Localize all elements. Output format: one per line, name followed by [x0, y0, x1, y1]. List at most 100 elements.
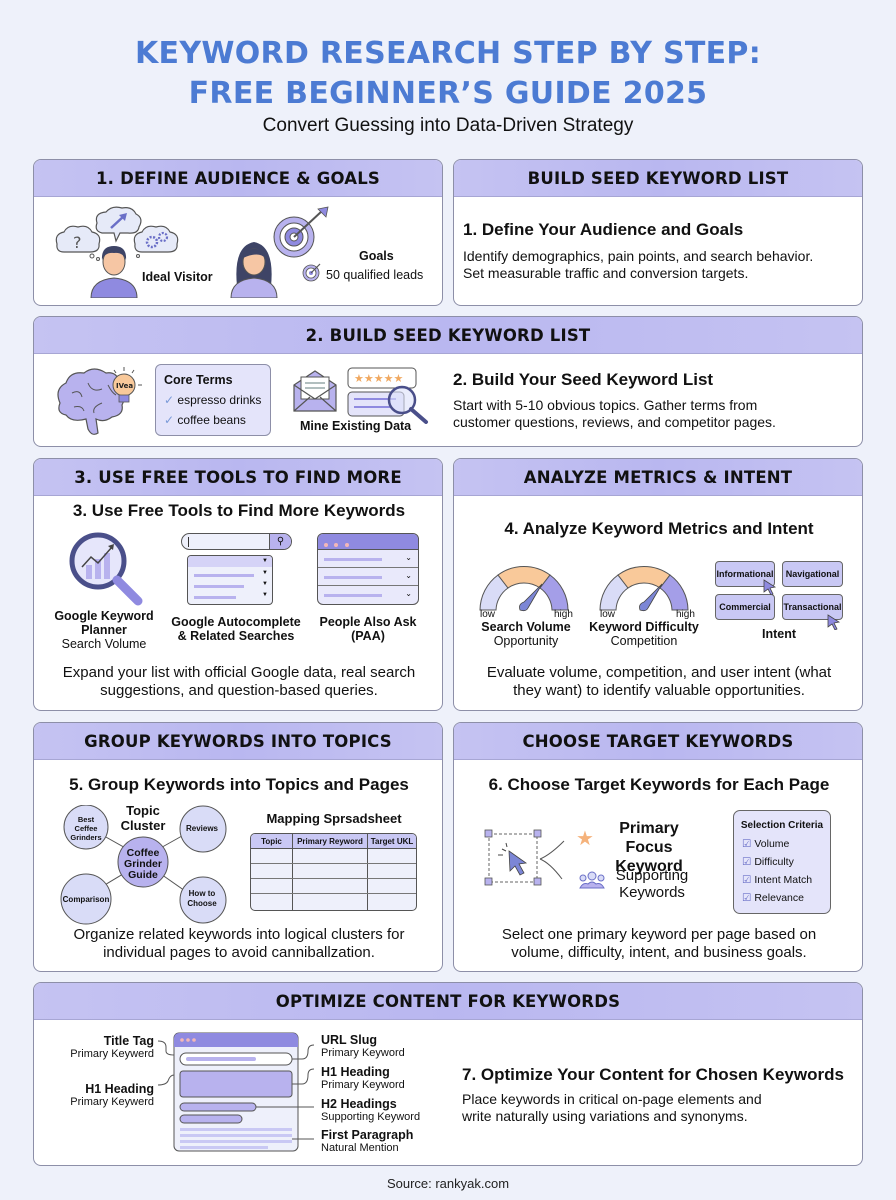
core-terms-title: Core Terms	[164, 373, 233, 387]
tool-1-name-line1: Google Keyword	[54, 609, 154, 623]
woman-icon	[230, 242, 278, 298]
right-label-first-paragraph: First Paragraph Natural Mention	[321, 1128, 414, 1154]
tool-2-name-line1: Google Autocomplete	[171, 615, 301, 629]
page-mockup-diagram	[157, 1032, 315, 1152]
sheet-col-topic: Topic	[251, 834, 293, 848]
arrow-bubble-icon	[95, 206, 142, 243]
core-term-item: ✓ espresso drinks	[164, 393, 262, 407]
left-label-title-tag: Title Tag Primary Keywerd	[70, 1034, 154, 1060]
tool-3-name-line1: People Also Ask	[319, 615, 417, 629]
step1-visual-card: 1. DEFINE AUDIENCE & GOALS ? Ideal Visit…	[33, 159, 443, 306]
step1-text-header: BUILD SEED KEYWORD LIST	[454, 160, 862, 197]
page-subtitle: Convert Guessing into Data-Driven Strate…	[262, 115, 634, 136]
gauge2-name: Keyword Difficulty	[589, 620, 699, 634]
tool-1-name-line2: Planner	[81, 623, 127, 637]
gauge2-low: low	[600, 609, 616, 620]
step5-desc-line1: Organize related keywords into logical c…	[73, 926, 405, 943]
checkbox-icon: ☑	[742, 874, 755, 886]
step6-card: CHOOSE TARGET KEYWORDS 6. Choose Target …	[453, 722, 863, 972]
step6-title: 6. Choose Target Keywords for Each Page	[488, 775, 830, 794]
step6-header: CHOOSE TARGET KEYWORDS	[454, 723, 862, 760]
criteria-item: ☑ Relevance	[742, 892, 804, 904]
supporting-label: Supporting Keywords	[615, 867, 689, 901]
intent-navigational: Navigational	[782, 561, 843, 587]
svg-text:IVea: IVea	[116, 382, 133, 390]
cluster-node-reviews: Reviews	[185, 824, 219, 833]
step5-desc-line2: individual pages to avoid canniballzatio…	[103, 944, 375, 961]
cluster-hub: Coffee Grinder Guide	[124, 847, 162, 881]
step3-header: 3. USE FREE TOOLS TO FIND MORE	[34, 459, 442, 496]
page-title: KEYWORD RESEARCH STEP BY STEP: FREE BEGI…	[0, 34, 896, 114]
svg-text:★★★★★: ★★★★★	[354, 372, 403, 385]
step1-text-card: BUILD SEED KEYWORD LIST 1. Define Your A…	[453, 159, 863, 306]
step4-title: 4. Analyze Keyword Metrics and Intent	[504, 519, 814, 538]
cluster-node-best: Best Ceffee Grinders	[70, 815, 102, 842]
core-terms-box: Core Terms ✓ espresso drinks ✓ coffee be…	[155, 364, 271, 436]
step7-title: 7. Optimize Your Content for Chosen Keyw…	[462, 1065, 844, 1084]
step5-title: 5. Group Keywords into Topics and Pages	[69, 775, 409, 794]
gauge1-sub: Opportunity	[493, 634, 559, 648]
step6-desc-line2: volume, difficulty, intent, and business…	[511, 944, 807, 961]
step4-desc-line1: Evaluate volume, competition, and user i…	[486, 664, 832, 681]
criteria-title: Selection Criteria	[740, 820, 824, 831]
search-volume-gauge-icon	[479, 566, 569, 612]
keyword-planner-magnifier-icon	[69, 532, 143, 606]
ideal-visitor-label: Ideal Visitor	[142, 270, 213, 284]
gauge2-high: high	[676, 609, 695, 620]
checkbox-icon: ☑	[742, 838, 755, 850]
right-label-h2: H2 Headings Supporting Keyword	[321, 1097, 421, 1123]
step3-card: 3. USE FREE TOOLS TO FIND MORE 3. Use Fr…	[33, 458, 443, 711]
checkbox-icon: ☑	[742, 856, 755, 868]
step2-header: 2. BUILD SEED KEYWORD LIST	[34, 317, 862, 354]
step2-desc-line2: customer questions, reviews, and competi…	[453, 414, 776, 430]
paa-window-icon: ⌄ ⌄ ⌄	[317, 533, 419, 605]
sheet-col-target: Target UKL	[370, 837, 414, 846]
brain-idea-icon: IVea	[57, 367, 142, 435]
gears-bubble-icon	[133, 225, 179, 258]
step7-card: OPTIMIZE CONTENT FOR KEYWORDS Title Tag …	[33, 982, 863, 1166]
title-line-2: FREE BEGINNER’S GUIDE 2025	[188, 76, 708, 111]
goals-value: 50 qualified leads	[326, 268, 424, 282]
primary-focus-label: Primary Focus Keyword	[615, 820, 683, 875]
cluster-node-comparison: Comparison	[62, 895, 110, 904]
tool-2-name-line2: & Related Searches	[177, 629, 295, 643]
step2-card: 2. BUILD SEED KEYWORD LIST IVea Core Ter…	[33, 316, 863, 447]
step1-header: 1. DEFINE AUDIENCE & GOALS	[34, 160, 442, 197]
intent-label: Intent	[761, 627, 797, 641]
star-icon: ★	[576, 828, 594, 850]
gauge1-low: low	[480, 609, 496, 620]
selection-cursor-icon	[484, 829, 565, 886]
question-bubble-icon: ?	[55, 225, 101, 261]
small-target-icon	[302, 263, 321, 282]
step5-header: GROUP KEYWORDS INTO TOPICS	[34, 723, 442, 760]
check-icon: ✓	[164, 413, 178, 427]
person-icon	[90, 246, 138, 298]
autocomplete-dropdown: ▼ ▼ ▼ ▼	[187, 555, 273, 605]
autocomplete-search-bar: ⚲	[181, 533, 292, 550]
step3-desc-line2: suggestions, and question-based queries.	[100, 682, 378, 699]
tool-3-name-line2: (PAA)	[351, 629, 385, 643]
step1-desc-line1: Identify demographics, pain points, and …	[463, 248, 814, 264]
cursor-icon	[827, 614, 841, 630]
keyword-difficulty-gauge-icon	[599, 566, 689, 612]
intent-commercial: Commercial	[715, 594, 775, 620]
core-term-item: ✓ coffee beans	[164, 413, 246, 427]
goals-label: Goals	[359, 249, 394, 263]
right-label-url-slug: URL Slug Primary Keyword	[321, 1033, 405, 1059]
criteria-item: ☑ Volume	[742, 838, 790, 850]
step7-desc-line2: write naturally using variations and syn…	[462, 1108, 748, 1124]
gauge1-high: high	[554, 609, 573, 620]
right-label-h1: H1 Heading Primary Keyword	[321, 1065, 405, 1091]
sheet-col-primary: Primary Reyword	[293, 834, 368, 848]
intent-transactional: Transactional	[782, 594, 843, 620]
gauge1-name: Search Volume	[481, 620, 571, 634]
target-arrow-icon	[273, 206, 329, 258]
step7-desc-line1: Place keywords in critical on-page eleme…	[462, 1091, 762, 1107]
check-icon: ✓	[164, 393, 178, 407]
step1-desc-line2: Set measurable traffic and conversion ta…	[463, 265, 749, 281]
step3-desc-line1: Expand your list with official Google da…	[62, 664, 416, 681]
cursor-icon	[763, 579, 777, 595]
topic-cluster-diagram	[60, 805, 227, 925]
cluster-label: Topic Cluster	[120, 803, 166, 833]
criteria-item: ☑ Difficulty	[742, 856, 794, 868]
